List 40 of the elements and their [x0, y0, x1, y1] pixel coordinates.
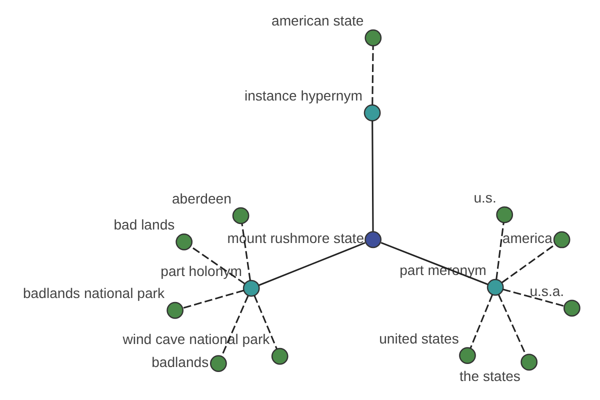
node-label: instance hypernym: [244, 88, 363, 104]
node-label: u.s.a.: [530, 282, 564, 299]
node-label: united states: [379, 330, 459, 346]
node-circle: [364, 29, 382, 46]
node-label: aberdeen: [172, 190, 232, 207]
connector: [470, 294, 494, 348]
connector: [496, 222, 504, 280]
connector: [502, 288, 565, 307]
node-circle: [364, 104, 381, 122]
connector: [190, 246, 246, 284]
node-label: badlands: [152, 354, 209, 370]
node-circle: [459, 347, 476, 364]
connector: [258, 242, 366, 286]
node-circle: [166, 302, 184, 319]
connector: [372, 46, 374, 105]
node-label: american state: [272, 12, 364, 29]
node-circle: [232, 207, 250, 224]
node-circle: [520, 354, 538, 371]
node-circle: [486, 278, 504, 296]
connector: [221, 295, 249, 356]
node-circle: [176, 233, 193, 250]
node-circle: [271, 348, 288, 365]
node-label: u.s.: [474, 190, 496, 206]
connector: [502, 244, 556, 284]
node-circle: [242, 280, 260, 297]
node-circle: [496, 206, 514, 224]
node-label: part holonym: [160, 263, 242, 280]
node-circle: [364, 231, 382, 248]
connector: [372, 120, 374, 232]
connector: [241, 224, 251, 281]
connector: [182, 290, 244, 309]
node-label: mount rushmore state: [227, 230, 364, 246]
node-label: badlands national park: [23, 285, 165, 302]
node-label: the states: [460, 368, 520, 384]
node-circle: [563, 300, 580, 317]
connector: [254, 295, 278, 350]
node-circle: [210, 355, 227, 372]
node-circle: [553, 231, 570, 248]
node-label: america: [502, 230, 552, 246]
node-label: bad lands: [114, 216, 175, 233]
